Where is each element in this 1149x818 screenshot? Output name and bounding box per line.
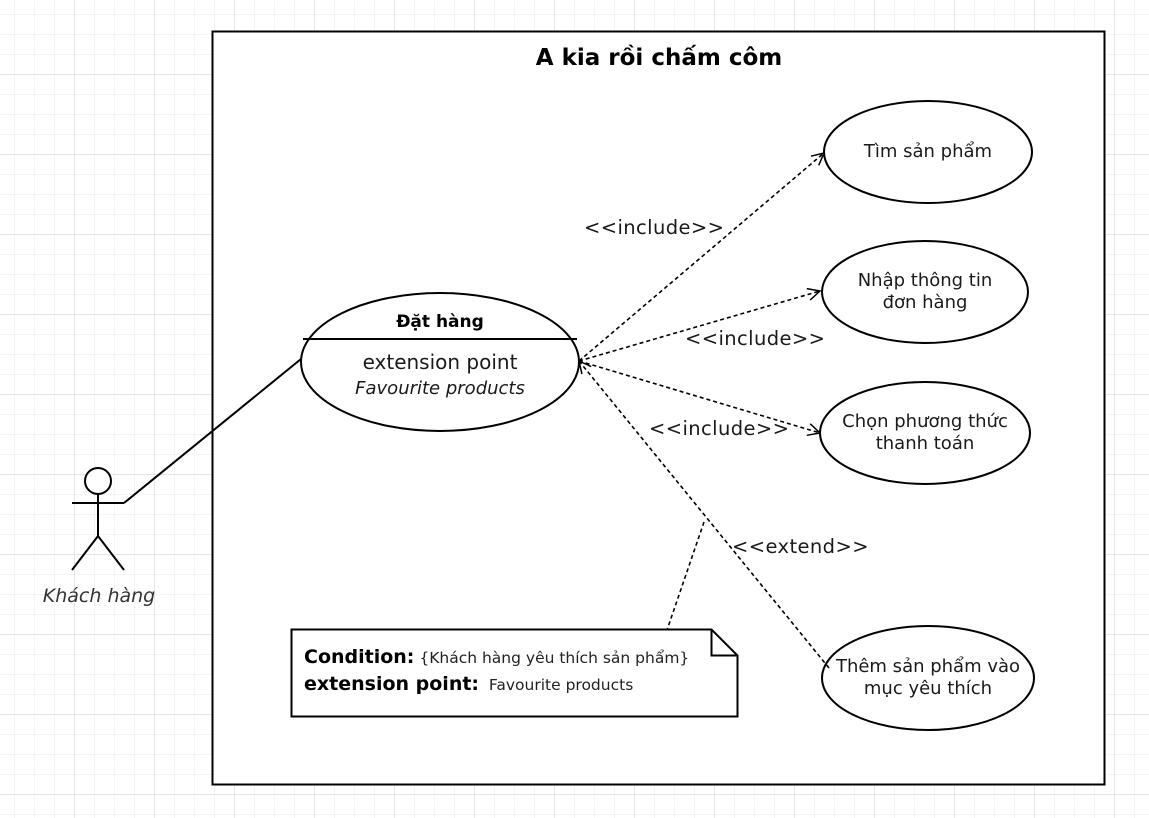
use-case-label-them-yeu-thich: Thêm sản phẩm vào mục yêu thích xyxy=(822,626,1034,730)
include-arrow-tim-san-pham xyxy=(578,153,824,362)
use-case-text-line: Nhập thông tin xyxy=(857,270,993,291)
association-line xyxy=(123,358,302,504)
condition-note[interactable] xyxy=(290,628,739,718)
note-extension-point-value: Favourite products xyxy=(488,676,634,694)
note-condition-key: Condition: xyxy=(304,646,415,668)
note-connector xyxy=(666,521,705,631)
system-title: A kia rồi chấm côm xyxy=(535,45,783,71)
use-case-text-line: thanh toán xyxy=(875,433,975,454)
note-extension-point-key: extension point: xyxy=(304,673,480,695)
use-case-text: Nhập thông tin đơn hàng xyxy=(858,270,993,314)
use-case-text-line: mục yêu thích xyxy=(863,678,993,699)
use-case-label-nhap-thong-tin: Nhập thông tin đơn hàng xyxy=(822,241,1028,343)
main-use-case-title: Đặt hàng xyxy=(396,312,484,332)
use-case-text-line: đơn hàng xyxy=(882,292,968,313)
use-case-text-line: Chọn phương thức xyxy=(842,411,1008,432)
include-label-chon-phuong-thuc: <<include>> xyxy=(649,417,790,440)
include-label-nhap-thong-tin: <<include>> xyxy=(685,327,826,350)
use-case-text-line: Thêm sản phẩm vào xyxy=(835,656,1021,677)
use-case-label-tim-san-pham: Tìm sản phẩm xyxy=(824,101,1032,203)
note-fold xyxy=(710,629,738,657)
use-case-text: Tìm sản phẩm xyxy=(863,141,993,162)
actor-name: Khách hàng xyxy=(42,585,156,607)
use-case-nhap-thong-tin[interactable] xyxy=(821,240,1029,344)
actor-head xyxy=(84,467,112,495)
note-condition-line: Condition: {Khách hàng yêu thích sản phẩ… xyxy=(304,646,689,668)
use-case-label-chon-phuong-thuc: Chọn phương thức thanh toán xyxy=(820,382,1030,484)
use-case-text: Thêm sản phẩm vào mục yêu thích xyxy=(836,656,1020,700)
include-label-tim-san-pham: <<include>> xyxy=(584,216,725,239)
extension-point-name: Favourite products xyxy=(355,378,525,399)
extend-arrow xyxy=(579,361,830,669)
note-extension-point-line: extension point: Favourite products xyxy=(304,673,633,695)
use-case-text: Chọn phương thức thanh toán xyxy=(842,411,1008,455)
actor-figure[interactable] xyxy=(71,467,125,571)
note-condition-value: {Khách hàng yêu thích sản phẩm} xyxy=(419,649,690,667)
extend-label: <<extend>> xyxy=(732,535,869,558)
use-case-them-yeu-thich[interactable] xyxy=(821,625,1035,731)
extension-point-label: extension point xyxy=(362,350,518,374)
